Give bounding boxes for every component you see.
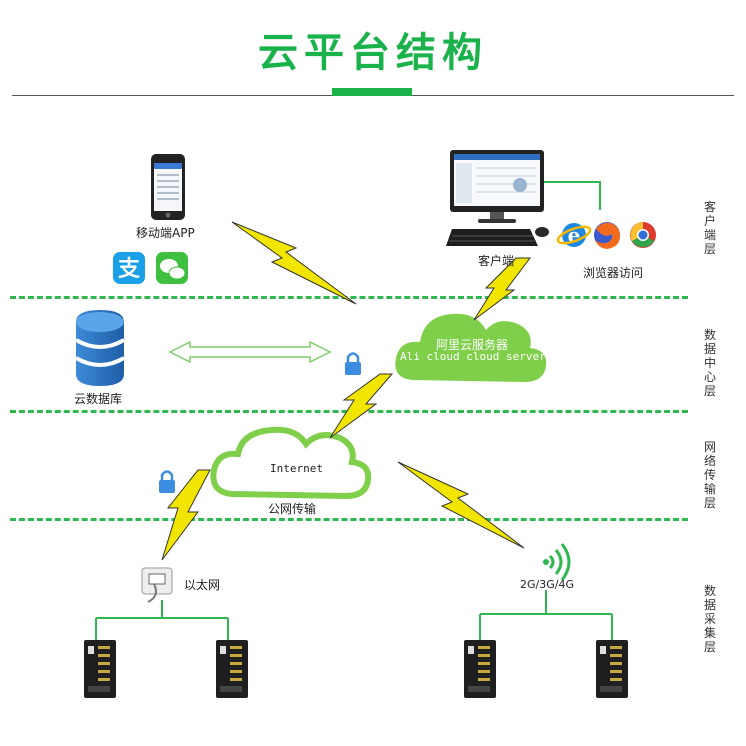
layer-label-network: 网络传输层 [703,440,716,510]
ie-icon: e [556,223,592,247]
cloud-database-label: 云数据库 [74,392,123,406]
device-module-icon [464,640,496,698]
monitor-icon [450,150,544,223]
layer-label-client: 客户端层 [703,200,716,256]
monitor-browser-connector [544,181,601,210]
wechat-icon [156,252,188,284]
mouse-icon [535,227,549,237]
device-module-icon [84,640,116,698]
firefox-icon [594,222,620,249]
ethernet-port-icon [141,567,173,603]
layer-label-collection: 数据采集层 [703,584,716,654]
ethernet-branch-lines [95,600,229,640]
lock-icon [345,352,361,375]
browser-access-label: 浏览器访问 [583,266,644,280]
client-terminal-label: 客户端 [478,254,515,268]
layer-divider-3 [10,518,688,521]
mobile-network-label: 2G/3G/4G [520,578,574,591]
layer-divider-1 [10,296,688,299]
internet-label: Internet [270,462,323,475]
ethernet-label: 以太网 [184,578,221,592]
lightning-app-to-server [231,221,357,305]
database-icon [74,310,126,386]
wifi-signal-icon [543,543,571,581]
lightning-server-to-client [473,257,531,321]
page-title: 云平台结构 [258,30,488,76]
chrome-icon [630,222,656,248]
keyboard-icon [446,229,538,246]
lightning-internet-to-mobile [397,461,525,549]
ali-cloud-title: 阿里云服务器 [436,338,509,352]
internet-cloud-shape [210,426,372,500]
svg-text:支: 支 [118,257,141,282]
ali-cloud-subtitle: Ali cloud cloud server [400,350,546,363]
device-module-icon [216,640,248,698]
public-network-label: 公网传输 [268,502,317,516]
phone-icon [151,154,185,220]
ali-cloud-shape [395,313,547,382]
data-sync-arrow [168,340,332,364]
lightning-ethernet-to-internet [161,469,211,561]
device-module-icon [596,640,628,698]
alipay-icon: 支 [113,252,145,284]
layer-label-data-center: 数据中心层 [703,328,716,398]
title-accent-bar [332,88,412,96]
mobile-app-label: 移动端APP [136,226,195,240]
lock-icon [159,470,175,493]
mobile-branch-lines [479,590,613,640]
lightning-internet-to-server [329,373,394,439]
